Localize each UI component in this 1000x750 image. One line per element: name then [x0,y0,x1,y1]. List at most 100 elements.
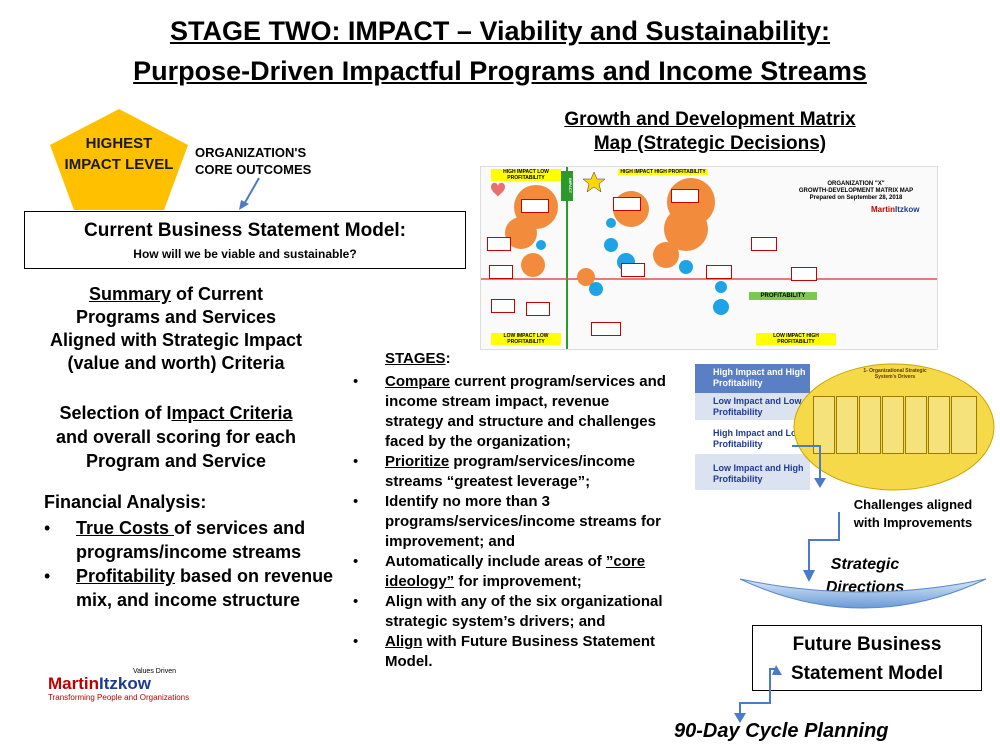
stage-item: Align with any of the six organizational… [353,592,666,632]
inner-logo-b: Itzkow [895,205,920,214]
program-label [613,197,641,211]
impact-row: Low Impact and High Profitability [695,454,810,490]
challenges-line1: Challenges aligned [853,497,973,512]
drivers-title: 1- Organizational Strategic System's Dri… [863,368,927,380]
quad-top-right: HIGH IMPACT HIGH PROFITABILITY [618,169,708,175]
matrix-map-image: HIGH IMPACT LOW PROFITABILITY HIGH IMPAC… [480,166,938,350]
stage-item-underlined: Prioritize [385,453,450,470]
strategic-arrow [803,512,840,582]
selection-line3: Program and Service [85,451,267,471]
logo-tagline-top: Values Driven [132,668,176,675]
summary-block: Summary of Current Programs and Services… [20,283,332,375]
logo-name-b: Itzkow [99,674,151,693]
financial-item: Profitability based on revenue mix, and … [44,564,344,612]
inner-title2: GROWTH-DEVELOPMENT MATRIX MAP [798,188,914,194]
impact-row: High Impact and High Profitability [695,364,810,393]
axis-y-label: IMPACT [561,171,573,201]
impact-row: High Impact and Low Profitability [695,420,810,454]
core-outcomes-line2: CORE OUTCOMES [195,162,312,177]
program-label [591,322,621,336]
driver-box [859,396,881,454]
program-label [621,263,645,277]
current-model-subtitle: How will we be viable and sustainable? [133,247,357,261]
matrix-map-title-line2: Map (Strategic Decisions) [593,133,827,154]
core-outcomes-arrow [239,177,260,210]
pentagon-line1: HIGHEST [85,135,153,152]
program-label [751,237,777,251]
logo: Values Driven MartinItzkow Transforming … [48,668,198,702]
stage-item: Identify no more than 3 programs/service… [353,492,666,552]
summary-line3: Aligned with Strategic Impact [49,330,303,350]
stage-item: Automatically include areas of ”core ide… [353,552,666,592]
page-title: STAGE TWO: IMPACT – Viability and Sustai… [169,16,831,46]
future-model-box: Future Business Statement Model [752,625,982,691]
stage-item: Align with Future Business Statement Mod… [353,632,666,672]
summary-line1: of Current [171,284,264,304]
strategic-bowl [739,578,987,609]
quad-bottom-right: LOW IMPACT HIGH PROFITABILITY [756,333,836,345]
stages-heading: STAGES: [385,350,451,367]
inner-title3: Prepared on September 28, 2018 [809,195,903,201]
highest-impact-pentagon [50,109,188,210]
quad-top-left: HIGH IMPACT LOW PROFITABILITY [491,169,561,181]
future-model-line2: Statement Model [790,663,944,684]
impact-matrix: High Impact and High Profitability Low I… [695,364,810,490]
selection-underlined: mpact Criteria [171,403,293,423]
financial-item-text: of services and programs/income streams [76,518,306,562]
stage-item-underlined: Compare [385,373,451,390]
stage-item: Prioritize program/services/income strea… [353,452,666,492]
stage-item-underlined: Align [385,633,423,650]
summary-underlined: Summary [88,284,172,304]
current-model-box: Current Business Statement Model: How wi… [24,211,466,269]
future-model-line1: Future Business [792,634,942,655]
strategic-line1: Strategic [830,556,900,573]
stage-item-underlined: ”core ideology” [385,553,646,590]
program-label [521,199,549,213]
stage-item-text: Identify no more than 3 programs/service… [385,493,661,550]
inner-logo-a: Martin [871,205,895,214]
program-label [489,265,513,279]
selection-block: Selection of Impact Criteria and overall… [20,401,332,473]
driver-box [836,396,858,454]
financial-item-text: based on revenue mix, and income structu… [76,566,334,610]
stage-item-text: program/services/income streams “greates… [385,453,636,490]
program-label [671,189,699,203]
financial-item-underlined: Profitability [76,566,176,586]
program-label [526,302,550,316]
stage-item-text: with Future Business Statement Model. [385,633,656,670]
driver-box [951,396,977,454]
cycle-planning: 90-Day Cycle Planning [674,720,889,742]
driver-box [905,396,927,454]
program-label [491,299,515,313]
core-outcomes-line1: ORGANIZATION'S [195,145,307,160]
quad-bottom-left: LOW IMPACT LOW PROFITABILITY [491,333,561,345]
axis-x-label: PROFITABILITY [749,292,817,300]
impact-row: Low Impact and Low Profitability [695,393,810,420]
logo-tagline: Transforming People and Organizations [48,693,190,702]
challenges-arrow [792,445,826,488]
matrix-map-title: Growth and Development Matrix Map (Strat… [520,108,900,156]
cycle-arrow [734,665,782,723]
stage-item-text: Automatically include areas of [385,553,606,570]
pentagon-line2: IMPACT LEVEL [64,156,174,173]
page-subtitle: Purpose-Driven Impactful Programs and In… [133,56,867,86]
stages-list: Compare current program/services and inc… [353,372,666,672]
stage-item: Compare current program/services and inc… [353,372,666,452]
logo-name-a: Martin [48,674,99,693]
matrix-map-title-line1: Growth and Development Matrix [564,109,856,130]
challenges-line2: with Improvements [853,515,973,530]
program-label [487,237,511,251]
financial-list: True Costs of services and programs/inco… [44,516,344,612]
inner-logo: MartinItzkow [871,205,919,214]
stage-item-text: current program/services and income stre… [385,373,666,450]
selection-line2: and overall scoring for each [55,427,297,447]
driver-box [928,396,950,454]
program-label [706,265,732,279]
summary-line4: (value and worth) Criteria [67,353,285,373]
inner-title1: ORGANIZATION "X" [827,181,885,187]
summary-line2: Programs and Services [75,307,277,327]
financial-item-underlined: True Costs [76,518,175,538]
program-label [791,267,817,281]
current-model-title: Current Business Statement Model: [84,220,406,241]
financial-heading: Financial Analysis: [44,492,207,512]
